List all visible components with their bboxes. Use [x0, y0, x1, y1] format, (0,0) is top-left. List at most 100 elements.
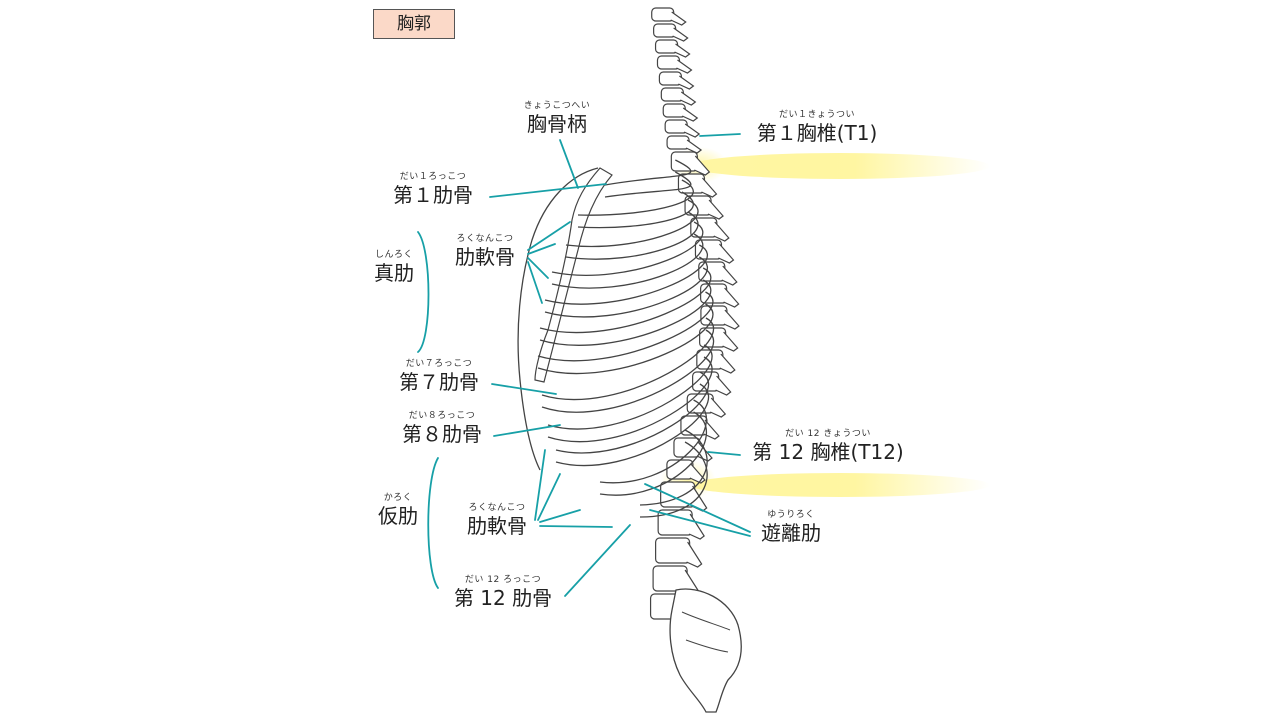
rib-8-lower	[541, 329, 715, 413]
spinous-process-3	[674, 43, 691, 58]
rib-6-lower	[539, 279, 712, 346]
rib-11-lower	[599, 411, 707, 496]
rib-5-upper	[544, 244, 708, 305]
label-rib8: だい８ろっこつ 第８肋骨	[387, 411, 497, 446]
rib-10-lower	[555, 383, 709, 467]
vertebra-14	[694, 239, 723, 260]
vertebra-4	[656, 55, 681, 70]
spinous-process-8	[683, 123, 701, 138]
label-rib12-text: 第 12 肋骨	[453, 586, 553, 610]
sacrum	[669, 588, 742, 713]
label-costal-cartilage-lower-ruby: ろくなんこつ	[468, 503, 526, 513]
leader-costal-upper-3	[527, 257, 549, 279]
spinous-process-22	[703, 419, 720, 440]
label-t12: だい 12 きょうつい 第 12 胸椎(T12)	[738, 429, 918, 464]
label-t1-ruby: だい１きょうつい	[778, 110, 855, 120]
spinous-process-12	[707, 199, 724, 220]
spinous-process-17	[723, 309, 740, 330]
leader-costal-lower-2	[537, 473, 561, 521]
leader-rib12	[564, 524, 631, 597]
label-costal-cartilage-upper: ろくなんこつ 肋軟骨	[440, 234, 530, 269]
leader-lines	[417, 133, 751, 597]
vertebra-3	[654, 39, 679, 54]
label-false-ribs-ruby: かろく	[383, 493, 413, 503]
vertebra-10	[670, 151, 698, 172]
label-false-ribs: かろく 仮肋	[366, 493, 430, 528]
vertebra-16	[700, 283, 728, 304]
spinous-process-14	[718, 243, 735, 264]
leader-floating-2	[649, 509, 751, 537]
label-t12-text: 第 12 胸椎(T12)	[752, 440, 904, 464]
vertebral-column	[649, 7, 740, 624]
label-rib12-ruby: だい 12 ろっこつ	[464, 575, 542, 585]
label-t12-ruby: だい 12 きょうつい	[785, 429, 871, 439]
cage-outline	[517, 167, 599, 471]
leader-costal-lower-4	[539, 525, 613, 528]
spinous-process-18	[722, 331, 739, 352]
label-rib12: だい 12 ろっこつ 第 12 肋骨	[440, 575, 566, 610]
spinous-process-1	[670, 11, 687, 26]
vertebra-28	[652, 565, 688, 592]
spinous-process-15	[721, 265, 738, 286]
label-costal-cartilage-upper-ruby: ろくなんこつ	[456, 234, 514, 244]
rib-2-lower	[577, 191, 694, 229]
rib-1-lower	[604, 171, 692, 198]
rib-3-lower	[565, 211, 699, 260]
sternum	[534, 167, 613, 383]
label-floating-ribs-text: 遊離肋	[761, 521, 821, 545]
spinous-process-10	[694, 155, 711, 176]
rib-12-lower	[639, 441, 708, 518]
vertebra-7	[662, 103, 686, 118]
rib-4-upper	[551, 221, 704, 276]
rib-7-lower	[537, 303, 714, 375]
spinous-process-24	[689, 463, 706, 484]
spinous-process-11	[701, 177, 718, 198]
label-manubrium-text: 胸骨柄	[527, 112, 587, 136]
label-costal-cartilage-upper-text: 肋軟骨	[455, 245, 515, 269]
label-true-ribs-text: 真肋	[374, 261, 414, 285]
label-true-ribs-ruby: しんろく	[374, 250, 413, 260]
label-rib7-ruby: だい７ろっこつ	[405, 359, 473, 369]
rib-12-upper	[639, 429, 708, 506]
page-title: 胸郭	[373, 9, 455, 39]
vertebra-25	[660, 481, 696, 508]
t1-highlight	[672, 147, 990, 183]
label-rib1-text: 第１肋骨	[393, 183, 473, 207]
leader-floating-1	[644, 483, 751, 533]
vertebra-1	[651, 7, 675, 22]
spinous-process-20	[715, 375, 732, 396]
spinous-process-7	[681, 107, 699, 122]
vertebra-9	[666, 135, 690, 150]
rib-7-upper	[537, 291, 714, 362]
spinous-process-26	[688, 513, 705, 540]
leader-costal-upper-2	[527, 243, 556, 255]
label-costal-cartilage-lower-text: 肋軟骨	[467, 514, 527, 538]
label-floating-ribs-ruby: ゆうりろく	[767, 510, 815, 520]
label-manubrium-ruby: きょうこつへい	[523, 101, 591, 111]
vertebra-2	[653, 23, 677, 38]
ribs	[537, 159, 715, 518]
label-rib7: だい７ろっこつ 第７肋骨	[384, 359, 494, 394]
leader-rib8	[493, 424, 561, 437]
rib-10-upper	[555, 371, 709, 454]
spinous-process-4	[676, 59, 693, 74]
spinous-process-6	[680, 91, 697, 106]
leader-rib1	[489, 183, 607, 198]
spinous-process-2	[672, 27, 689, 42]
leader-costal-lower-1	[534, 449, 546, 521]
t12-highlight	[660, 460, 990, 500]
vertebra-27	[655, 537, 691, 564]
vertebra-24	[666, 459, 694, 480]
vertebra-6	[660, 87, 684, 102]
leader-t1	[699, 133, 741, 137]
leader-rib7	[491, 383, 557, 395]
rib-6-upper	[539, 267, 712, 334]
leader-t12	[707, 451, 741, 456]
label-manubrium: きょうこつへい 胸骨柄	[502, 101, 612, 136]
vertebra-21	[686, 393, 714, 414]
label-costal-cartilage-lower: ろくなんこつ 肋軟骨	[452, 503, 542, 538]
label-t1-text: 第１胸椎(T1)	[756, 121, 878, 145]
rib-9-lower	[547, 356, 713, 443]
